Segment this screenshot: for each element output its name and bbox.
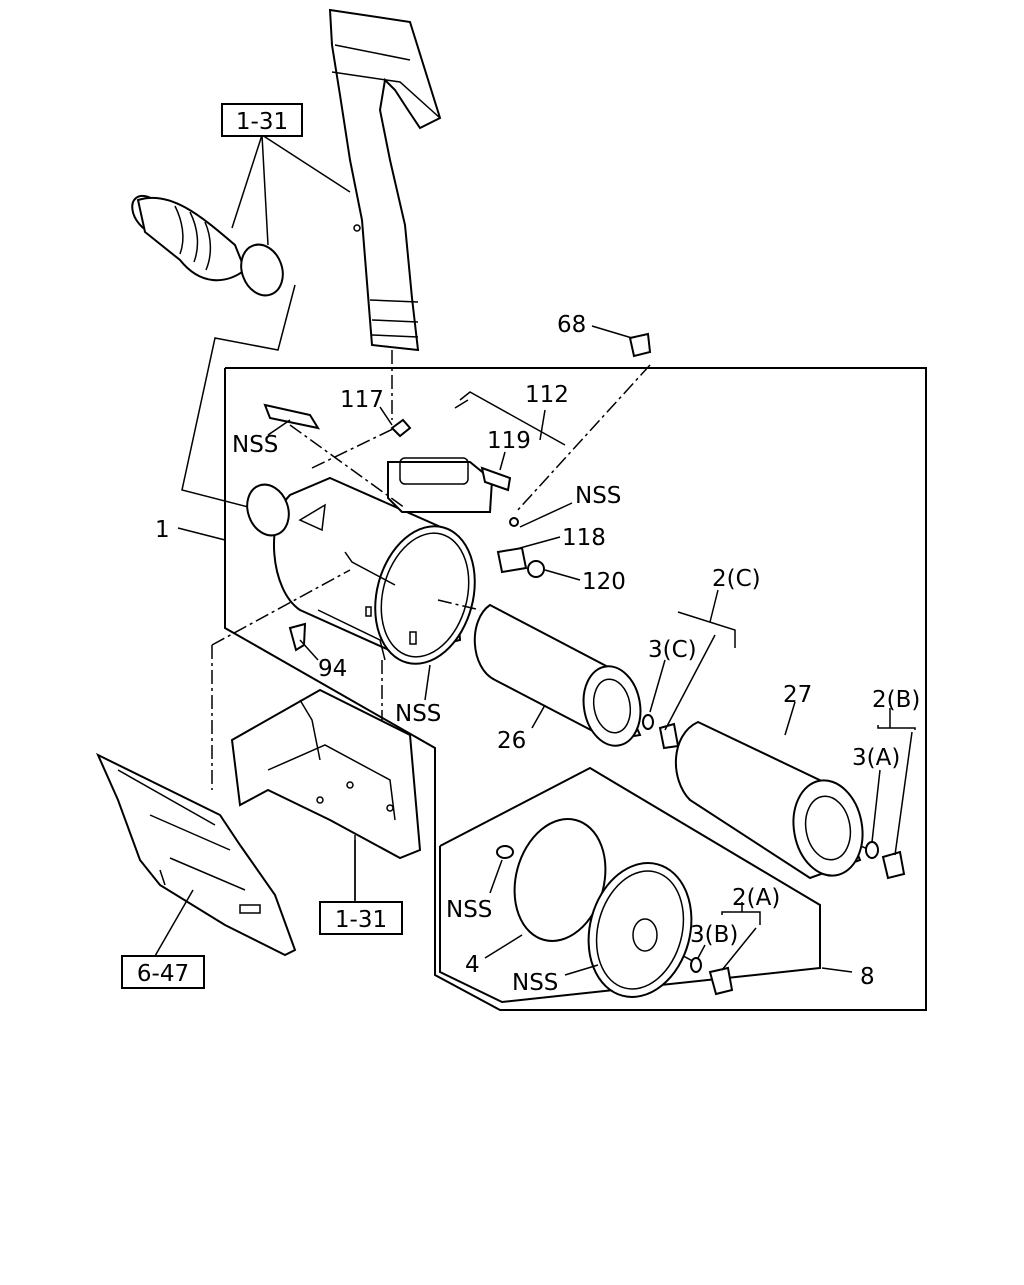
ref-box-top[interactable]: 1-31 (221, 103, 303, 137)
assembly-frame (224, 367, 927, 1011)
label-118: 118 (562, 525, 606, 551)
ref-box-bottom[interactable]: 1-31 (319, 901, 403, 935)
label-2c: 2(C) (712, 566, 761, 592)
label-3b: 3(B) (690, 922, 738, 948)
label-4: 4 (465, 952, 480, 978)
label-3c: 3(C) (648, 637, 697, 663)
label-94: 94 (318, 656, 347, 682)
label-8: 8 (860, 964, 875, 990)
label-119: 119 (487, 428, 531, 454)
label-26: 26 (497, 728, 526, 754)
ref-top-text: 1-31 (236, 109, 288, 135)
label-1: 1 (155, 517, 170, 543)
ref-left-text: 6-47 (137, 961, 189, 987)
air-duct (328, 8, 442, 420)
label-68: 68 (557, 312, 586, 338)
filter-element-26 (473, 603, 680, 750)
label-nss-cover: NSS (512, 970, 558, 996)
label-112: 112 (525, 382, 569, 408)
mounting-bracket (230, 688, 422, 900)
label-2a: 2(A) (732, 885, 780, 911)
label-117: 117 (340, 387, 384, 413)
label-27: 27 (783, 682, 812, 708)
label-2b: 2(B) (872, 687, 920, 713)
ref-box-left[interactable]: 6-47 (121, 955, 205, 989)
filter-element-27 (674, 720, 906, 880)
housing-cover (496, 818, 734, 998)
side-panel (95, 752, 297, 957)
small-parts (263, 332, 652, 652)
air-cleaner-housing (246, 457, 494, 665)
ref-bottom-text: 1-31 (335, 907, 387, 933)
label-120: 120 (582, 569, 626, 595)
label-nss-right: NSS (575, 483, 621, 509)
label-nss-top: NSS (232, 432, 278, 458)
label-nss-bottom: NSS (395, 701, 441, 727)
label-nss-filter: NSS (446, 897, 492, 923)
element-frame (439, 766, 821, 1004)
intake-hose (131, 194, 284, 297)
label-3a: 3(A) (852, 745, 900, 771)
